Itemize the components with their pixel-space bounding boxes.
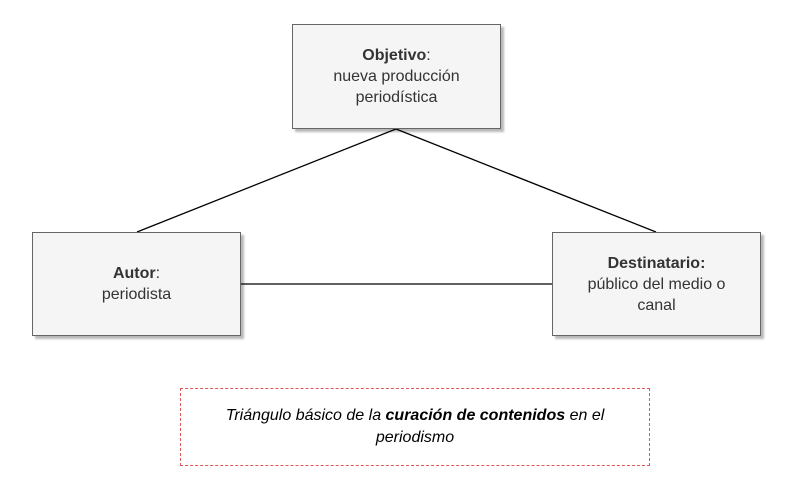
- node-objetivo-line1: nueva producción: [333, 68, 460, 85]
- connector-objetivo-autor: [136, 128, 397, 233]
- node-autor-colon: :: [155, 265, 161, 282]
- caption-text-start: Triángulo básico de la: [225, 407, 386, 424]
- node-autor-title: Autor: [112, 265, 156, 282]
- caption-text-end: en el: [565, 407, 605, 424]
- caption-line2: periodismo: [375, 429, 455, 446]
- node-objetivo-line2: periodística: [355, 89, 438, 106]
- node-destinatario-title: Destinatario:: [607, 254, 706, 272]
- diagram-caption: Triángulo básico de la curación de conte…: [180, 388, 650, 466]
- node-autor: Autor: periodista: [32, 232, 241, 336]
- node-objetivo-colon: :: [426, 47, 431, 64]
- node-destinatario-line2: canal: [637, 296, 676, 314]
- node-destinatario: Destinatario: público del medio o canal: [552, 232, 761, 336]
- caption-bold-text: curación de contenidos: [385, 407, 566, 424]
- node-autor-line1: periodista: [101, 286, 172, 303]
- node-objetivo-title: Objetivo: [362, 47, 427, 64]
- node-objetivo: Objetivo: nueva producción periodística: [292, 24, 501, 129]
- node-destinatario-line1: público del medio o: [587, 275, 726, 293]
- connector-objetivo-destinatario: [395, 128, 657, 233]
